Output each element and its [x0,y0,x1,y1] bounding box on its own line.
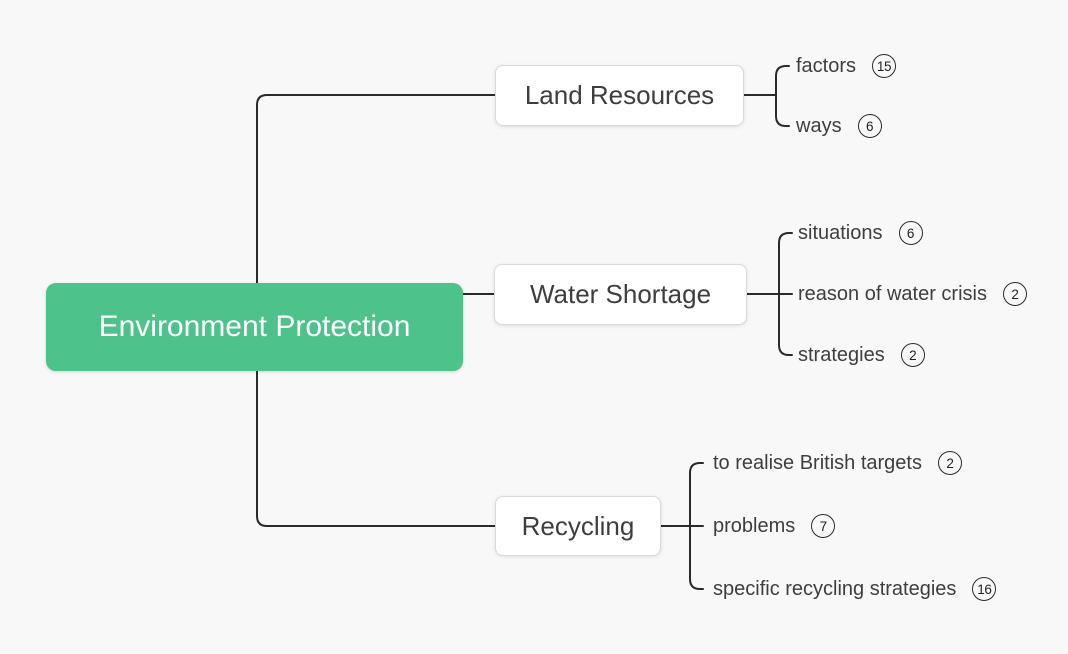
leaf-label: ways [796,114,842,137]
leaf-topic-factors[interactable]: factors 15 [796,54,897,78]
leaf-topic-problems[interactable]: problems 7 [713,514,836,538]
collapsed-count-badge[interactable]: 15 [872,54,897,78]
leaf-topic-reason-of-water-crisis[interactable]: reason of water crisis 2 [798,282,1027,306]
leaf-topic-ways[interactable]: ways 6 [796,114,882,138]
branch-topic-water-shortage[interactable]: Water Shortage [494,264,747,325]
collapsed-count-badge[interactable]: 2 [1002,282,1027,306]
leaf-label: problems [713,514,796,537]
branch-topic-land-resources[interactable]: Land Resources [495,65,744,126]
land-bracket-line [775,65,790,127]
collapsed-count-badge[interactable]: 16 [972,577,997,601]
collapsed-count-badge[interactable]: 2 [937,451,962,475]
collapsed-count-badge[interactable]: 6 [857,114,882,138]
leaf-label: situations [798,221,883,244]
collapsed-count-badge[interactable]: 7 [811,514,836,538]
leaf-topic-specific-recycling-strategies[interactable]: specific recycling strategies 16 [713,577,997,601]
collapsed-count-badge[interactable]: 6 [898,221,923,245]
leaf-topic-strategies[interactable]: strategies 2 [798,343,925,367]
leaf-label: specific recycling strategies [713,577,957,600]
collapsed-count-badge[interactable]: 2 [900,343,925,367]
leaf-topic-situations[interactable]: situations 6 [798,221,923,245]
leaf-topic-to-realise-british-targets[interactable]: to realise British targets 2 [713,451,962,475]
leaf-label: reason of water crisis [798,282,987,305]
leaf-label: to realise British targets [713,451,922,474]
leaf-label: factors [796,54,857,77]
root-topic-environment-protection[interactable]: Environment Protection [46,283,463,371]
branch-topic-recycling[interactable]: Recycling [495,496,661,556]
leaf-label: strategies [798,343,885,366]
